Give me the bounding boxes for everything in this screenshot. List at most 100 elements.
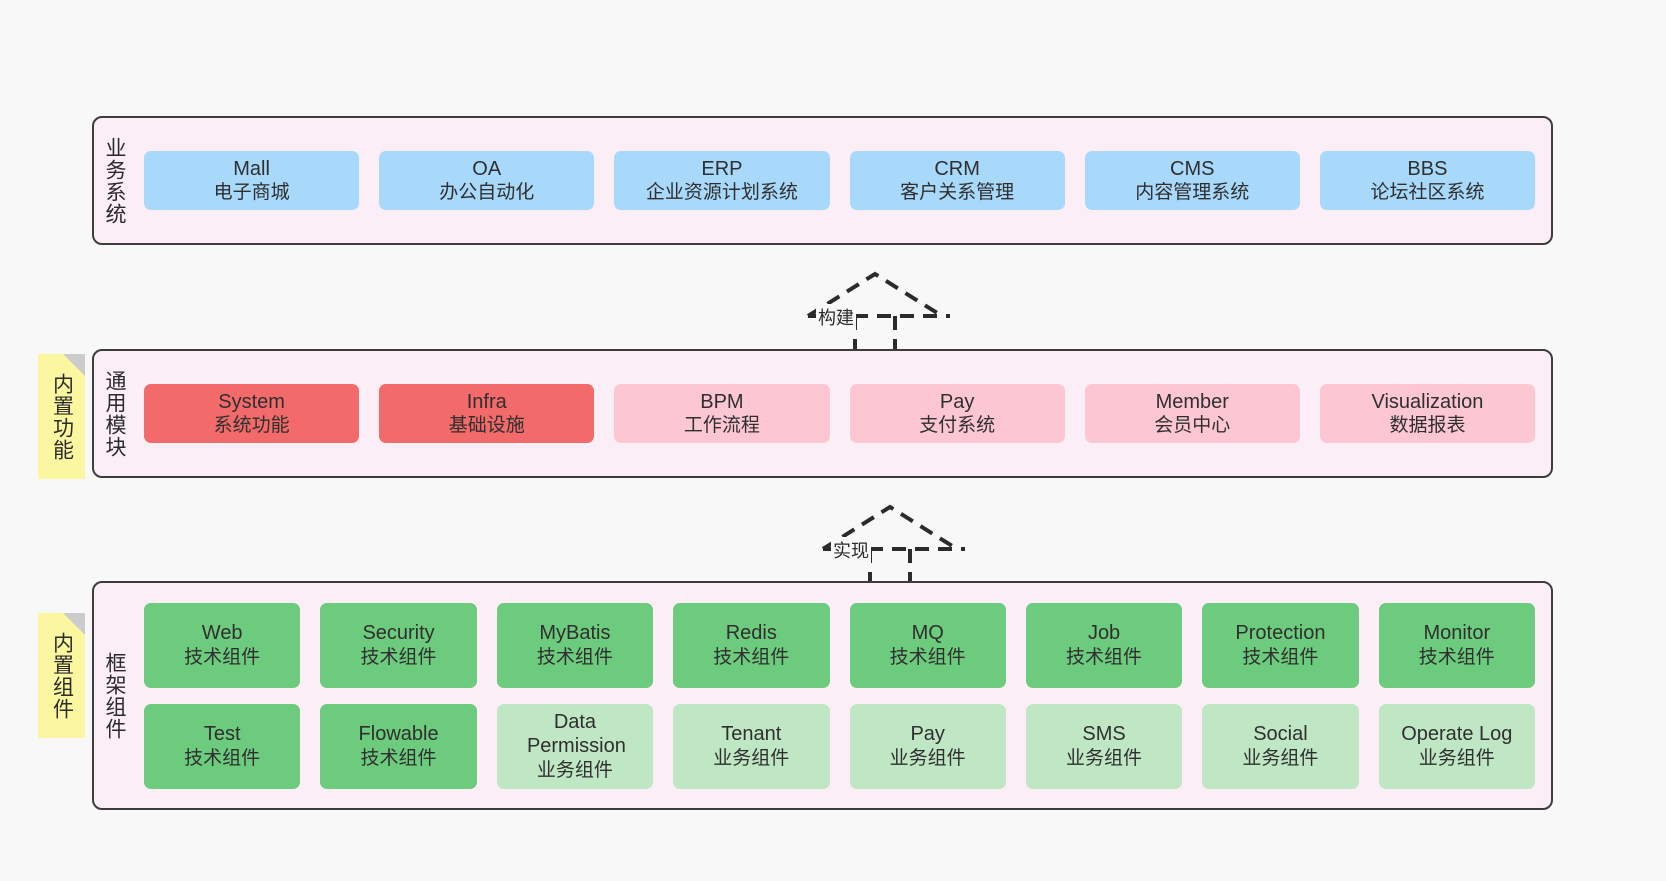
card-cms[interactable]: CMS 内容管理系统	[1084, 150, 1300, 211]
card-mq[interactable]: MQ 技术组件	[849, 602, 1006, 688]
card-subtitle: 基础设施	[448, 415, 525, 437]
card-system[interactable]: System 系统功能	[144, 383, 360, 444]
card-title: Redis	[725, 622, 777, 645]
card-subtitle: 论坛社区系统	[1370, 182, 1485, 204]
card-data-permission[interactable]: Data Permission 业务组件	[496, 703, 654, 789]
card-subtitle: 内容管理系统	[1135, 182, 1250, 204]
card-title: BBS	[1407, 157, 1448, 180]
layer-title-common-modules: 通用模块	[103, 369, 127, 458]
card-visualization[interactable]: Visualization 数据报表	[1319, 383, 1536, 444]
card-title: System	[218, 390, 285, 413]
card-subtitle: 企业资源计划系统	[645, 182, 798, 204]
card-subtitle: 支付系统	[919, 415, 996, 437]
connector-implement-label: 实现	[831, 537, 871, 563]
card-title: Flowable	[358, 723, 439, 746]
card-title: Protection	[1235, 622, 1326, 645]
connector-build: 构建	[800, 268, 950, 358]
card-row: Web 技术组件 Security 技术组件 MyBatis 技术组件 Redi…	[144, 602, 1535, 688]
card-tenant[interactable]: Tenant 业务组件	[673, 703, 830, 789]
card-oa[interactable]: OA 办公自动化	[379, 150, 595, 211]
layer-body-common-modules: System 系统功能 Infra 基础设施 BPM 工作流程 Pay 支付系统…	[134, 351, 1551, 476]
card-member[interactable]: Member 会员中心	[1084, 383, 1300, 444]
card-subtitle: 数据报表	[1389, 415, 1466, 437]
card-title: Web	[201, 622, 243, 645]
card-title: Operate Log	[1401, 723, 1513, 746]
card-infra[interactable]: Infra 基础设施	[379, 383, 595, 444]
card-subtitle: 技术组件	[360, 646, 437, 668]
card-title: Security	[362, 622, 435, 645]
card-subtitle: 业务组件	[713, 747, 790, 769]
note-fold-corner	[63, 354, 85, 376]
card-protection[interactable]: Protection 技术组件	[1202, 602, 1359, 688]
note-fold-corner	[63, 613, 85, 635]
layer-body-framework-components: Web 技术组件 Security 技术组件 MyBatis 技术组件 Redi…	[134, 583, 1551, 808]
card-subtitle: 技术组件	[184, 747, 261, 769]
card-subtitle: 技术组件	[713, 646, 790, 668]
card-subtitle: 业务组件	[536, 759, 613, 781]
note-builtin-components: 内置组件	[38, 613, 85, 738]
card-row: Mall 电子商城 OA 办公自动化 ERP 企业资源计划系统 CRM 客户关系…	[144, 150, 1536, 211]
card-title: MyBatis	[539, 622, 611, 645]
card-operate-log[interactable]: Operate Log 业务组件	[1378, 703, 1535, 789]
card-job[interactable]: Job 技术组件	[1025, 602, 1183, 688]
card-title: MQ	[911, 622, 944, 645]
note-builtin-features: 内置功能	[38, 354, 85, 479]
card-title: SMS	[1082, 723, 1126, 746]
card-web[interactable]: Web 技术组件	[144, 602, 301, 688]
card-erp[interactable]: ERP 企业资源计划系统	[614, 150, 830, 211]
card-redis[interactable]: Redis 技术组件	[673, 602, 830, 688]
card-title: CRM	[934, 157, 980, 180]
connector-build-label: 构建	[816, 304, 856, 330]
layer-business-systems: 业务系统 Mall 电子商城 OA 办公自动化 ERP 企业资源计划系统 CRM…	[92, 116, 1553, 245]
card-subtitle: 业务组件	[1418, 747, 1495, 769]
card-title: Infra	[466, 390, 507, 413]
connector-implement: 实现	[815, 501, 965, 591]
card-title: Mall	[233, 157, 270, 180]
card-subtitle: 技术组件	[889, 646, 966, 668]
card-subtitle: 技术组件	[360, 747, 437, 769]
card-title: BPM	[700, 390, 744, 413]
card-pay-component[interactable]: Pay 业务组件	[849, 703, 1006, 789]
card-test[interactable]: Test 技术组件	[144, 703, 301, 789]
card-subtitle: 会员中心	[1154, 415, 1231, 437]
card-bpm[interactable]: BPM 工作流程	[614, 383, 830, 444]
card-subtitle: 业务组件	[889, 747, 966, 769]
layer-common-modules: 通用模块 System 系统功能 Infra 基础设施 BPM 工作流程 Pay…	[92, 349, 1553, 478]
card-row: System 系统功能 Infra 基础设施 BPM 工作流程 Pay 支付系统…	[144, 383, 1536, 444]
card-monitor[interactable]: Monitor 技术组件	[1378, 602, 1535, 688]
card-subtitle: 技术组件	[184, 646, 261, 668]
card-subtitle: 系统功能	[213, 415, 290, 437]
card-security[interactable]: Security 技术组件	[320, 602, 477, 688]
layer-framework-components: 框架组件 Web 技术组件 Security 技术组件 MyBatis 技术组件…	[92, 581, 1553, 810]
card-subtitle: 客户关系管理	[900, 182, 1015, 204]
card-crm[interactable]: CRM 客户关系管理	[849, 150, 1065, 211]
card-subtitle: 技术组件	[1418, 646, 1495, 668]
card-title: Member	[1155, 390, 1229, 413]
card-pay[interactable]: Pay 支付系统	[849, 383, 1065, 444]
card-title: Pay	[939, 390, 975, 413]
card-social[interactable]: Social 业务组件	[1202, 703, 1359, 789]
card-mybatis[interactable]: MyBatis 技术组件	[496, 602, 654, 688]
card-title: ERP	[701, 157, 743, 180]
card-title: CMS	[1170, 157, 1215, 180]
card-title: OA	[472, 157, 502, 180]
card-title: Data Permission	[526, 711, 626, 758]
card-subtitle: 业务组件	[1242, 747, 1319, 769]
card-title: Visualization	[1371, 390, 1484, 413]
card-sms[interactable]: SMS 业务组件	[1025, 703, 1183, 789]
card-subtitle: 技术组件	[1066, 646, 1143, 668]
card-subtitle: 办公自动化	[439, 182, 535, 204]
card-row: Test 技术组件 Flowable 技术组件 Data Permission …	[144, 703, 1535, 789]
card-subtitle: 业务组件	[1066, 747, 1143, 769]
note-label: 内置组件	[50, 631, 74, 720]
note-label: 内置功能	[50, 372, 74, 461]
card-title: Tenant	[721, 723, 782, 746]
card-bbs[interactable]: BBS 论坛社区系统	[1319, 150, 1536, 211]
card-title: Job	[1087, 622, 1121, 645]
card-title: Test	[203, 723, 241, 746]
card-flowable[interactable]: Flowable 技术组件	[320, 703, 477, 789]
layer-title-business-systems: 业务系统	[103, 136, 127, 225]
card-mall[interactable]: Mall 电子商城	[144, 150, 360, 211]
card-subtitle: 电子商城	[213, 182, 290, 204]
